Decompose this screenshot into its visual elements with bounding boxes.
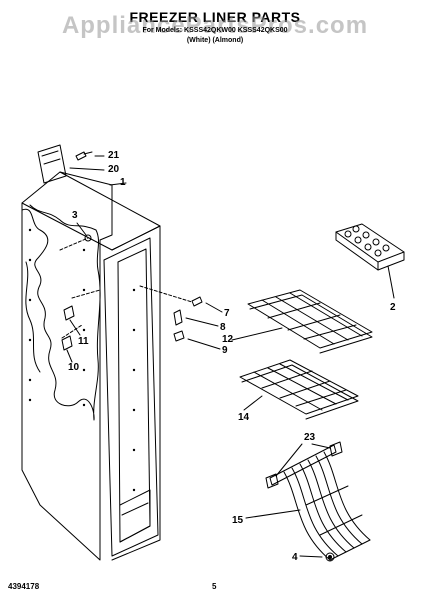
leader-15 [245,509,301,519]
leader-2 [387,265,395,299]
dashed-7 [139,285,193,303]
freezer-liner [21,171,161,561]
leader-4 [299,555,323,558]
leader-20 [69,167,105,171]
callout-4: 4 [292,552,298,563]
leader-3 [76,222,87,236]
callout-21: 21 [108,150,120,161]
leader-9 [187,338,221,350]
leader-10 [66,349,73,363]
dashed-11 [71,289,101,299]
hanger-part-23-left [265,473,279,489]
leader-23-a [275,443,303,477]
wire-shelf-part-12 [247,289,373,354]
ice-tray-part-2 [335,223,405,271]
screw-part-21 [75,151,93,161]
bracket-part-20 [37,144,67,184]
leader-7 [205,302,223,313]
screw-part-7 [191,296,203,307]
color-variants: (White) (Almond) [186,37,244,44]
callout-2: 2 [390,302,396,313]
callout-11: 11 [78,336,89,347]
callout-15: 15 [232,515,244,526]
clip-part-8 [173,309,183,326]
stud-part-9 [173,330,185,342]
leader-1 [109,182,127,186]
callout-10: 10 [68,362,80,373]
hanger-part-23-right [329,441,343,457]
wire-shelf-part-14 [239,359,359,420]
watermark: AppliancePartsPros.com [61,12,369,39]
callout-23: 23 [304,432,316,443]
callout-9: 9 [222,345,228,356]
callout-1: 1 [120,177,126,188]
leader-11 [69,319,81,336]
callout-8: 8 [220,322,226,333]
glide-part-4 [325,552,335,562]
callout-3: 3 [72,210,78,221]
basket-part-15 [269,444,371,561]
leader-8 [185,317,219,327]
leader-23-b [311,443,331,449]
liner-rivet-dots [28,228,136,492]
callout-12: 12 [222,334,234,345]
page-number: 5 [212,582,217,591]
clip-part-11 [63,305,75,321]
callout-20: 20 [108,164,120,175]
leader-12 [231,327,283,341]
callout-7: 7 [224,308,230,319]
dashed-10 [61,324,83,339]
document-number: 4394178 [8,582,40,591]
liner-insulation-outline [21,204,101,421]
model-numbers: For Models: KSSS42QKW00 KSSS42QKS00 [142,27,288,34]
page-title: FREEZER LINER PARTS [129,9,301,25]
callout-14: 14 [238,412,250,423]
clip-part-10 [61,335,73,351]
leader-14 [243,395,263,411]
dashed-3 [59,237,89,251]
screw-part-3 [84,234,92,242]
